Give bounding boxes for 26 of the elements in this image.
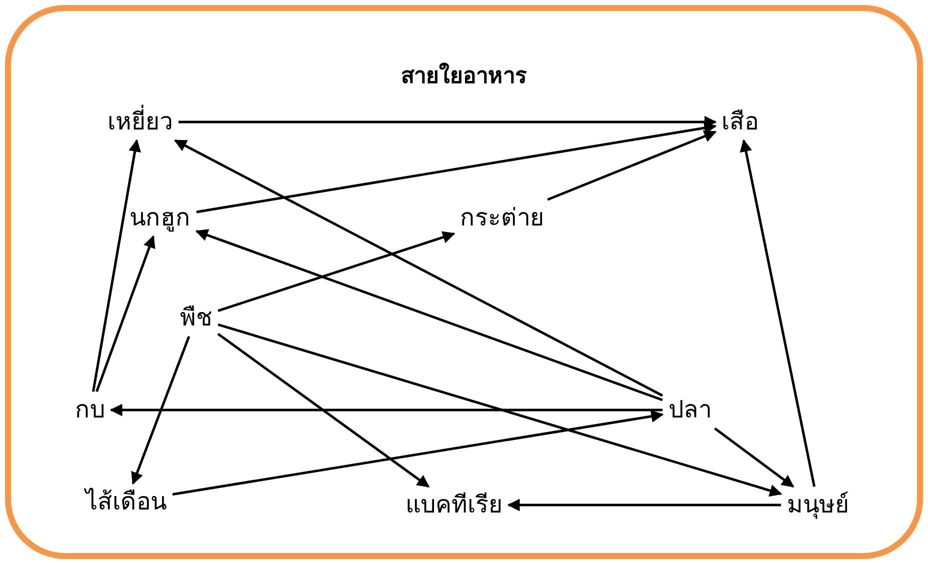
arrow: [740, 139, 816, 487]
arrow: [507, 498, 781, 512]
arrow: [195, 229, 663, 402]
arrow: [92, 139, 142, 392]
arrow: [217, 332, 430, 488]
arrow: [714, 427, 794, 488]
arrow: [96, 235, 156, 392]
animal-label: แบคทีเรีย: [400, 486, 508, 524]
animal-label: ปลา: [662, 392, 718, 428]
arrow: [547, 130, 717, 201]
diagram-title: สายใยอาหาร: [400, 62, 528, 91]
animal-label: พืช: [174, 300, 218, 336]
arrow: [218, 323, 782, 497]
animal-label: เสือ: [716, 104, 764, 140]
animal-label: นกฮูก: [124, 200, 196, 236]
arrow: [172, 410, 664, 496]
animal-label: กระต่าย: [454, 200, 550, 236]
animal-label: มนุษย์: [781, 486, 855, 524]
arrow: [110, 404, 662, 416]
animal-label: กบ: [69, 392, 111, 428]
animal-label: ไส้เดือน: [80, 484, 172, 520]
arrow: [131, 336, 190, 485]
animal-label: เหยี่ยว: [102, 104, 178, 140]
arrow: [218, 231, 456, 312]
arrow: [196, 122, 717, 214]
arrow: [174, 139, 664, 397]
